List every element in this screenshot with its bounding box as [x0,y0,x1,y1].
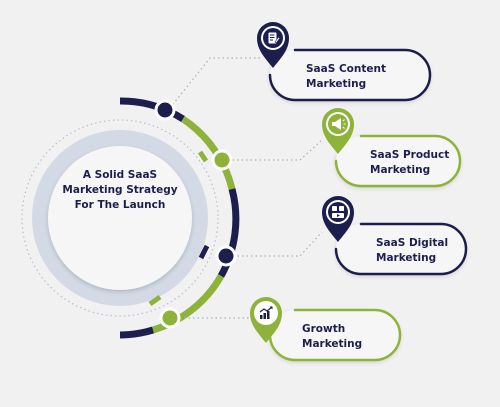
card-label-line: Marketing [306,78,367,90]
card-body [270,50,430,100]
digital-media-icon [332,206,344,218]
arc-segment-navy-2 [217,188,240,278]
megaphone-icon [332,118,346,130]
card-label-line: SaaS Product [370,149,450,161]
card-product-marketing [322,108,462,188]
card-label-line: Growth [302,323,346,335]
arc-node [215,245,237,267]
card-label-growth-marketing: Growth Marketing [302,322,362,352]
center-title: A Solid SaaS Marketing Strategy For The … [50,168,190,213]
card-label-product-marketing: SaaS Product Marketing [370,148,449,178]
growth-chart-icon [259,306,273,319]
arc-tick [197,150,209,163]
arc-segment-green-1 [181,116,236,190]
card-label-line: SaaS Digital [376,237,449,249]
connector-line [169,57,262,109]
card-outline [334,134,462,188]
document-edit-icon [268,32,281,44]
arc-node [211,149,233,171]
arc-segment-green-2 [151,274,225,334]
arc-tick [198,244,210,260]
card-label-line: SaaS Content [306,63,386,75]
card-label-line: Marketing [302,338,363,350]
arc-nodes [154,99,237,329]
connector-line [233,231,323,257]
center-title-line: For The Launch [74,199,166,211]
center-title-line: A Solid SaaS [82,169,158,181]
card-growth-marketing [250,297,402,362]
card-label-content-marketing: SaaS Content Marketing [306,62,386,92]
card-content-marketing [257,22,432,102]
card-outline [334,222,468,276]
card-label-line: Marketing [376,252,437,264]
connector-line [228,139,323,161]
connectors [169,57,323,319]
card-outline [268,308,402,362]
center-circle [48,146,192,290]
card-label-line: Marketing [370,164,431,176]
arc-node [159,307,181,329]
progress-arc [119,97,240,339]
arc-segment-navy-3 [119,326,155,339]
card-body [336,136,460,186]
card-outline [268,48,432,102]
card-body [270,310,400,360]
card-body [336,224,466,274]
card-digital-marketing [322,196,468,276]
arc-tick [148,294,162,307]
dotted-outer-ring [21,119,219,317]
card-label-digital-marketing: SaaS Digital Marketing [376,236,448,266]
arc-node [154,99,176,121]
center-title-line: Marketing Strategy [62,184,178,196]
